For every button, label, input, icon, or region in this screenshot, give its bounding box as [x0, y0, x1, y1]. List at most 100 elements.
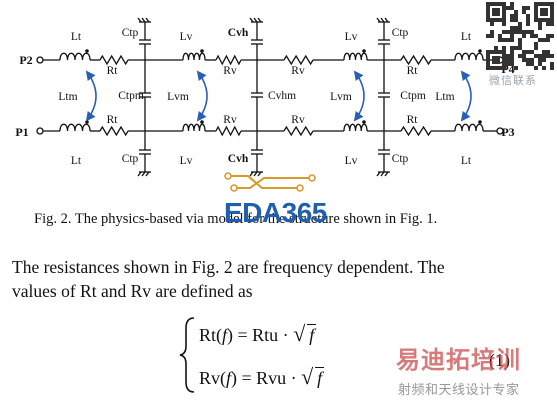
- via-icon-trace-a: [228, 175, 300, 189]
- bot-rail-8-resistor: [215, 125, 242, 137]
- eq2-rhs: ) = Rvu ·: [231, 368, 302, 388]
- top-rail-8-resistor: [215, 54, 242, 66]
- column-2-top-ground-hatch1: [376, 17, 381, 23]
- top-rail-6-inductor-dot: [200, 49, 204, 53]
- qr-code-icon: [486, 2, 554, 70]
- bot-rail-0-port: [36, 127, 44, 135]
- eq1-sqrt-arg: f: [307, 324, 317, 345]
- bot-rail-18-port: [496, 127, 504, 135]
- top-rt-label-14: Rt: [407, 65, 419, 77]
- top-lt-label-16: Lt: [461, 31, 472, 43]
- column-0-bot-ground-hatch3: [145, 171, 150, 177]
- column-1-bot-ground-hatch3: [257, 171, 262, 177]
- column-1-mid-label: Cvhm: [268, 90, 296, 102]
- column-1-bot-ground-hatch1: [249, 171, 254, 177]
- bot-lv-label-12: Lv: [345, 155, 358, 167]
- column-0-bot-ground-hatch2: [141, 171, 146, 177]
- via-icon-pad-0: [224, 172, 232, 180]
- port-p2-label: P2: [19, 53, 32, 67]
- eq2-sqrt: √f: [301, 364, 325, 389]
- bot-rail-6-inductor-dot: [200, 120, 204, 124]
- bot-rail-12-inductor-dot: [362, 120, 366, 124]
- bot-rail-12-inductor: [343, 123, 368, 132]
- equation-number: (1): [489, 350, 510, 370]
- bot-lt-label-2: Lt: [71, 155, 82, 167]
- bot-rail-6-inductor: [182, 123, 206, 132]
- top-rv-label-8: Rv: [223, 65, 237, 77]
- top-lv-label-6: Lv: [180, 31, 193, 43]
- paragraph-line-2: values of Rt and Rv are defined as: [12, 281, 253, 301]
- via-icon-pad-1: [230, 184, 238, 192]
- bot-rail-2-inductor: [59, 123, 91, 132]
- column-0-top-ground-hatch1: [137, 17, 142, 23]
- mutual-label-2: Lvm: [330, 91, 352, 103]
- top-rail-6-inductor: [182, 52, 206, 61]
- watermark-logo: EDA365: [224, 197, 327, 228]
- column-1-bot-label: Cvh: [228, 153, 249, 165]
- column-0-top-label: Ctp: [122, 27, 139, 39]
- top-rail-12-inductor-dot: [362, 49, 366, 53]
- bot-rail-2-inductor-dot: [85, 120, 89, 124]
- eq1-lhs: Rt(: [199, 325, 223, 345]
- paragraph-line-1: The resistances shown in Fig. 2 are freq…: [12, 257, 445, 277]
- via-icon-trace-b: [234, 177, 312, 189]
- top-rail-4-resistor: [99, 54, 129, 66]
- column-1-bot-ground-hatch2: [253, 171, 258, 177]
- figure-caption: Fig. 2. The physics-based via model for …: [34, 211, 438, 227]
- column-0-top-ground-hatch2: [141, 17, 146, 23]
- column-2-mid-label: Ctpm: [400, 90, 426, 102]
- port-p1-label: P1: [15, 125, 28, 139]
- mutual-label-3: Ltm: [435, 91, 454, 103]
- bot-rail-16-inductor-dot: [478, 120, 482, 124]
- column-2-bot-ground-hatch2: [380, 171, 385, 177]
- mutual-arrow-2: [353, 70, 365, 122]
- equation-row-rt: Rt( f ) = Rtu · √f: [199, 321, 317, 346]
- top-lt-label-2: Lt: [71, 31, 82, 43]
- mutual-arrow-1: [196, 70, 208, 122]
- eq2-sqrt-arg: f: [315, 367, 325, 388]
- equation-brace: [179, 317, 195, 393]
- via-icon-pad-3: [308, 174, 316, 182]
- column-0-bot-label: Ctp: [122, 153, 139, 165]
- via-icon-pad-2: [296, 184, 304, 192]
- mutual-arrow-0: [85, 70, 97, 122]
- port-p3-label: P3: [501, 125, 514, 139]
- mutual-label-1: Lvm: [167, 91, 189, 103]
- column-1-top-ground-hatch1: [249, 17, 254, 23]
- bot-rail-4-resistor: [99, 125, 129, 137]
- qr-label: 微信联系: [489, 74, 537, 87]
- top-rail-12-inductor: [343, 52, 368, 61]
- mutual-label-0: Ltm: [58, 91, 77, 103]
- column-0-bot-ground-hatch1: [137, 171, 142, 177]
- top-rv-label-10: Rv: [291, 65, 305, 77]
- brand-watermark-title: 易迪拓培训: [396, 346, 521, 374]
- eq1-sqrt: √f: [293, 321, 317, 346]
- mutual-arrow-3: [460, 70, 472, 122]
- top-lv-label-12: Lv: [345, 31, 358, 43]
- column-0-top-ground-hatch3: [145, 17, 150, 23]
- body-paragraph: The resistances shown in Fig. 2 are freq…: [12, 255, 552, 303]
- eq1-rhs: ) = Rtu ·: [227, 325, 294, 345]
- brand-watermark-subtitle: 射频和天线设计专家: [398, 383, 520, 398]
- column-2-bot-ground-hatch1: [376, 171, 381, 177]
- column-2-top-label: Ctp: [392, 27, 409, 39]
- bot-lv-label-6: Lv: [180, 155, 193, 167]
- bot-rt-label-4: Rt: [107, 114, 119, 126]
- column-1-top-label: Cvh: [228, 27, 249, 39]
- bot-rail-14-resistor: [400, 125, 432, 137]
- bot-rt-label-14: Rt: [407, 114, 419, 126]
- top-rail-14-resistor: [400, 54, 432, 66]
- column-0-mid-label: Ctpm: [118, 90, 144, 102]
- column-1-top-ground-hatch2: [253, 17, 258, 23]
- bot-rv-label-8: Rv: [223, 114, 237, 126]
- bot-rv-label-10: Rv: [291, 114, 305, 126]
- bot-rail-16-inductor: [454, 123, 484, 132]
- column-2-top-ground-hatch3: [384, 17, 389, 23]
- top-rail-2-inductor-dot: [85, 49, 89, 53]
- top-rail-10-resistor: [283, 54, 314, 66]
- column-2-bot-ground-hatch3: [384, 171, 389, 177]
- top-rail-2-inductor: [59, 52, 91, 61]
- top-rail-16-inductor: [454, 52, 484, 61]
- equation-row-rv: Rv(f) = Rvu · √f: [199, 364, 325, 389]
